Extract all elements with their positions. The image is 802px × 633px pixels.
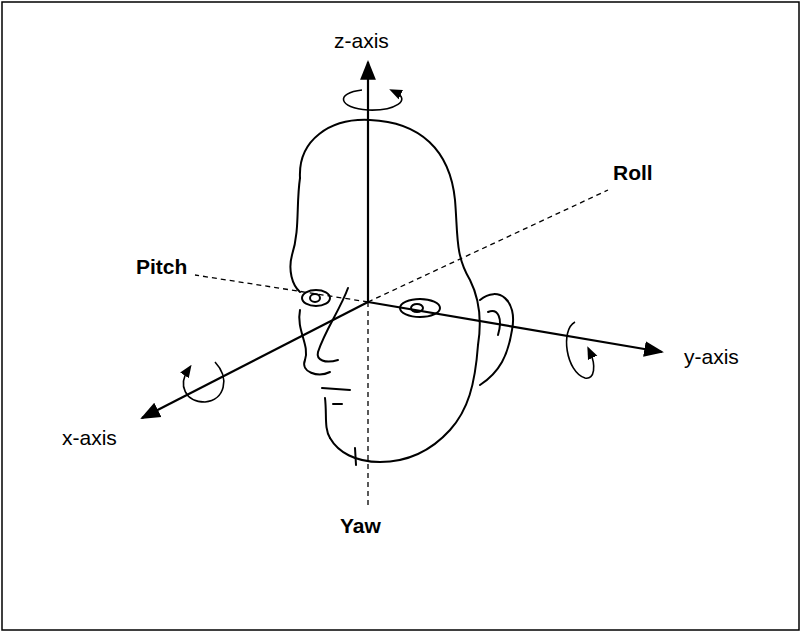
rotation-arrows bbox=[183, 90, 593, 402]
head-drawing bbox=[290, 120, 513, 465]
axes bbox=[142, 62, 662, 505]
axis-label: z-axis bbox=[334, 30, 389, 51]
axis-label: Yaw bbox=[340, 515, 381, 536]
axis-label: Roll bbox=[613, 162, 653, 183]
axis-label: Pitch bbox=[136, 256, 187, 277]
axis-label: x-axis bbox=[62, 427, 117, 448]
axis-label: y-axis bbox=[684, 346, 739, 367]
